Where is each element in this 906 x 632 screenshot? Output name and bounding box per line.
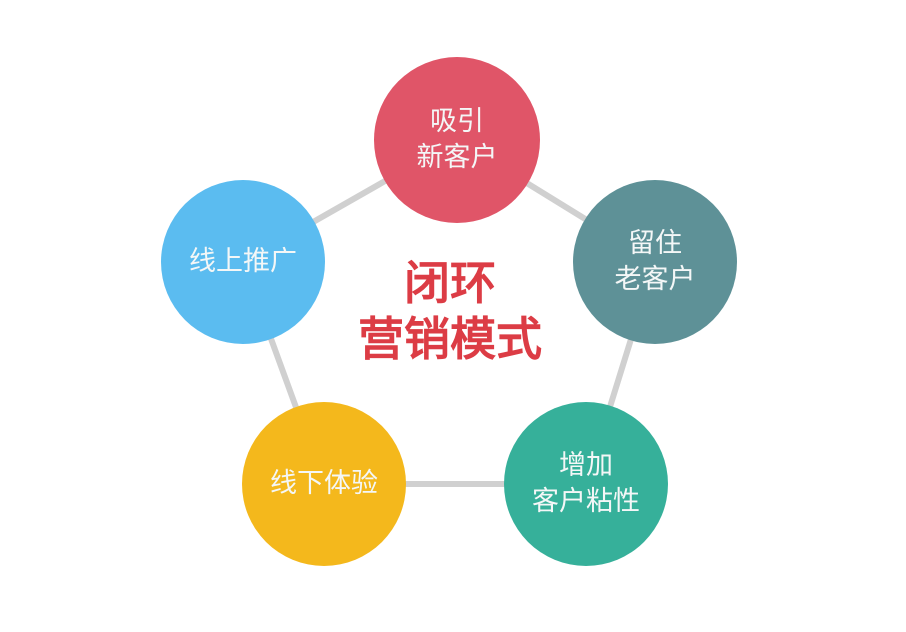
node-offline-experience: 线下体验	[242, 402, 406, 566]
center-title-line1: 闭环	[404, 256, 496, 310]
node-label-line1: 留住	[628, 228, 682, 259]
node-increase-stickiness: 增加 客户粘性	[504, 402, 668, 566]
node-online-promotion: 线上推广	[161, 180, 325, 344]
node-label-line1: 线上推广	[189, 246, 297, 277]
node-label-line2: 客户粘性	[532, 486, 640, 517]
node-label-line1: 增加	[559, 450, 613, 481]
node-retain-old-customers: 留住 老客户	[573, 180, 737, 344]
node-label-line1: 吸引	[430, 106, 484, 137]
node-label-line1: 线下体验	[270, 468, 378, 499]
center-title: 闭环 营销模式	[340, 255, 560, 367]
center-title-line2: 营销模式	[358, 312, 542, 366]
node-label-line2: 老客户	[614, 264, 696, 295]
node-attract-new-customers: 吸引 新客户	[374, 57, 540, 223]
node-label-line2: 新客户	[416, 142, 498, 173]
